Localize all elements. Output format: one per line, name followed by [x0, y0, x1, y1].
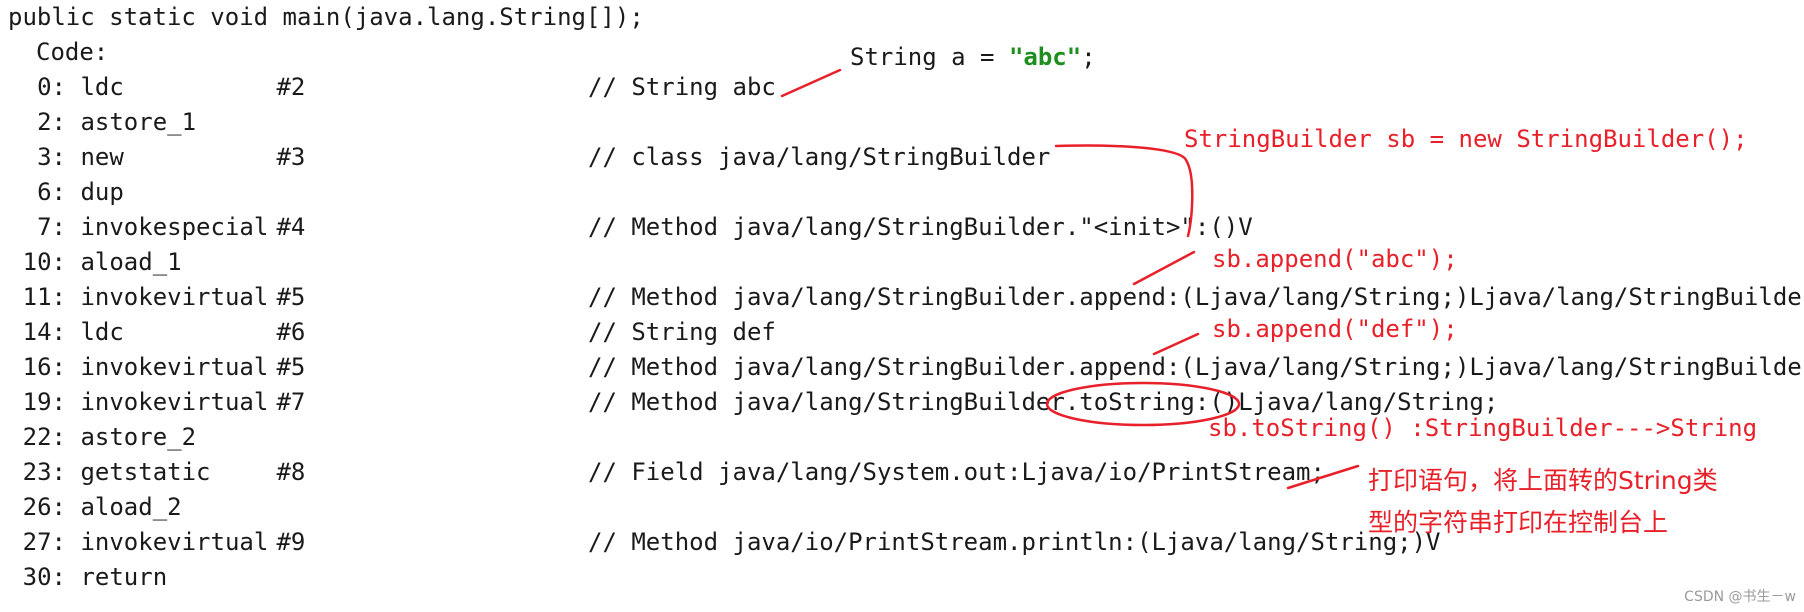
- instruction-comment: // Field java/lang/System.out:Ljava/io/P…: [588, 458, 1325, 486]
- annotation-append-abc: sb.append("abc");: [1212, 245, 1458, 273]
- instruction-row: 27: invokevirtual#9: [22, 528, 306, 556]
- instruction-comment: // class java/lang/StringBuilder: [588, 143, 1051, 171]
- code-label: Code:: [36, 38, 109, 66]
- instruction-row: 26: aload_2: [22, 493, 182, 521]
- annotation-sb-new: StringBuilder sb = new StringBuilder();: [1184, 125, 1748, 153]
- instruction-comment: // Method java/lang/StringBuilder."<init…: [588, 213, 1253, 241]
- annotation-print-line1: 打印语句，将上面转的String类: [1368, 466, 1718, 495]
- instruction-row: 14: ldc#6: [22, 318, 306, 346]
- instruction-row: 16: invokevirtual#5: [22, 353, 306, 381]
- method-signature: public static void main(java.lang.String…: [8, 3, 644, 31]
- instruction-row: 10: aload_1: [22, 248, 182, 276]
- annotation-to-string: sb.toString() :StringBuilder--->String: [1208, 414, 1758, 442]
- watermark: CSDN @书生－w: [1684, 589, 1796, 605]
- instruction-row: 7: invokespecial#4: [37, 213, 306, 241]
- annotation-print-line2: 型的字符串打印在控制台上: [1368, 508, 1669, 537]
- instruction-comment: // Method java/lang/StringBuilder.append…: [588, 283, 1804, 311]
- instruction-row: 6: dup: [37, 178, 124, 206]
- annotation-string-a: String a = "abc";: [850, 43, 1096, 71]
- instruction-comment: // String def: [588, 318, 776, 346]
- instruction-row: 2: astore_1: [37, 108, 197, 136]
- instruction-row: 30: return: [22, 563, 168, 591]
- instruction-row: 0: ldc#2: [37, 73, 306, 101]
- instruction-row: 19: invokevirtual#7: [22, 388, 306, 416]
- instruction-comment: // String abc: [588, 73, 776, 101]
- stroke-string-a: [780, 68, 842, 98]
- annotation-append-def: sb.append("def");: [1212, 315, 1458, 343]
- instruction-row: 23: getstatic#8: [22, 458, 306, 486]
- instruction-comment: // Method java/io/PrintStream.println:(L…: [588, 528, 1441, 556]
- instruction-row: 11: invokevirtual#5: [22, 283, 306, 311]
- instruction-row: 22: astore_2: [22, 423, 197, 451]
- instruction-row: 3: new#3: [37, 143, 306, 171]
- instruction-comment: // Method java/lang/StringBuilder.append…: [588, 353, 1804, 381]
